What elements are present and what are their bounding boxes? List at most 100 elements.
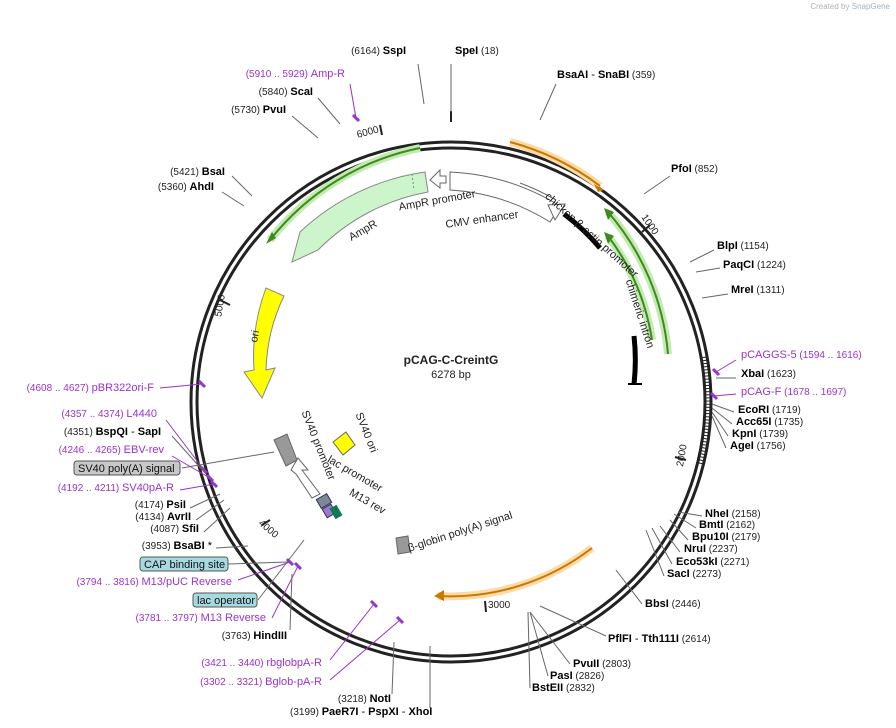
sv40-promoter-label: SV40 promoter bbox=[299, 409, 338, 482]
site-label-pflfi: PflFI - Tth111I (2614) bbox=[608, 633, 711, 645]
site-label-nhei: NheI (2158) bbox=[705, 508, 761, 520]
box-leader-cap bbox=[227, 561, 289, 565]
leader-agei bbox=[711, 415, 727, 449]
primer-mark-pbr322 bbox=[197, 379, 207, 389]
sv40-polya-feature bbox=[273, 433, 298, 467]
hatch-line bbox=[699, 453, 706, 456]
lac-promoter-feature bbox=[329, 504, 343, 520]
site-label-kpni: KpnI (1739) bbox=[732, 428, 788, 440]
primer-mark-pcaggs5 bbox=[711, 367, 721, 377]
site-label-l4440: (4357 .. 4374) L4440 bbox=[61, 408, 157, 420]
site-label-nrui: NruI (2237) bbox=[684, 543, 738, 555]
primer-mark-bglob bbox=[395, 615, 405, 625]
site-label-scai: (5840) ScaI bbox=[259, 86, 313, 98]
leader-rbglob bbox=[329, 603, 375, 661]
site-label-eco53ki: Eco53kI (2271) bbox=[676, 556, 749, 568]
leader-mrei bbox=[701, 293, 729, 299]
cag-primer-arrowhead-outer bbox=[604, 208, 614, 220]
mrna-arc-top bbox=[509, 141, 601, 187]
hatch-line bbox=[700, 446, 707, 449]
tick-5000 bbox=[219, 299, 231, 306]
leader-lines bbox=[159, 63, 737, 708]
leader-noti bbox=[391, 641, 395, 695]
ampr-primer-arrowhead bbox=[266, 232, 276, 244]
site-label-bmti: BmtI (2162) bbox=[699, 519, 755, 531]
tick-label-4000: 4000 bbox=[256, 518, 280, 541]
m13-rev-label: M13 rev bbox=[347, 487, 388, 518]
cag-primer-arc-inner bbox=[607, 235, 653, 341]
plasmid-length: 6278 bp bbox=[431, 369, 471, 381]
site-label-mrei: MreI (1311) bbox=[731, 284, 785, 296]
hatch-line bbox=[702, 362, 709, 365]
site-label-bsaai: BsaAI - SnaBI (359) bbox=[557, 69, 655, 81]
primer-mark-sv40pa_primer bbox=[209, 479, 219, 489]
leader-kpni bbox=[711, 411, 729, 437]
leader-pvui_a bbox=[291, 115, 319, 139]
leader-avrii bbox=[195, 499, 225, 521]
ampr-promoter-feature bbox=[429, 168, 447, 190]
site-label-rbglob: (3421 .. 3440) rbglobpA-R bbox=[201, 657, 322, 669]
hatch-line bbox=[701, 359, 708, 362]
site-label-saci: SacI (2273) bbox=[667, 568, 721, 580]
ampr-dashed-divider bbox=[411, 173, 415, 191]
box-label-sv40pa: SV40 poly(A) signal bbox=[78, 463, 175, 475]
bglobin-polya-label: β-globin poly(A) signal bbox=[407, 509, 514, 554]
site-label-bspqi: (4351) BspQI - SapI bbox=[64, 426, 161, 438]
box-leader-sv40pa bbox=[181, 451, 275, 469]
sv40-promoter-feature bbox=[290, 457, 321, 499]
tick-label-2000: 2000 bbox=[675, 443, 690, 467]
tick-label-5000: 5000 bbox=[213, 293, 228, 317]
site-label-sv40pa_primer: (4192 .. 4211) SV40pA-R bbox=[58, 482, 174, 494]
leader-pcagf bbox=[713, 393, 737, 397]
cmv-arrowhead bbox=[547, 203, 566, 222]
tick-2000 bbox=[674, 456, 687, 461]
leader-acc65i bbox=[711, 407, 733, 425]
leader-sspi bbox=[417, 63, 425, 105]
hatch-line bbox=[701, 440, 708, 443]
site-label-xbai: XbaI (1623) bbox=[741, 368, 796, 380]
site-label-m13puc: (3794 .. 3816) M13/pUC Reverse bbox=[76, 576, 232, 588]
cag-primer-arc-outer bbox=[607, 211, 669, 355]
site-label-pasi: PasI (2826) bbox=[550, 670, 604, 682]
leader-m13rev_primer bbox=[271, 565, 299, 619]
hatch-line bbox=[703, 378, 711, 380]
leader-bbsi bbox=[615, 569, 643, 605]
hatch-line bbox=[701, 356, 708, 359]
site-label-ebv: (4246 .. 4265) EBV-rev bbox=[59, 444, 165, 456]
box-label-lacop: lac operator bbox=[197, 595, 255, 607]
hatch-line bbox=[701, 443, 708, 446]
backbone-inner-ring bbox=[195, 146, 707, 658]
ori-label: ori bbox=[248, 329, 262, 343]
site-label-sfii: (4087) SfiI bbox=[150, 523, 199, 535]
hatch-line bbox=[700, 450, 707, 453]
plasmid-name: pCAG-C-CreintG bbox=[404, 353, 499, 367]
site-label-bglob: (3302 .. 3321) Bglob-pA-R bbox=[200, 676, 322, 688]
chimeric-intron-bar bbox=[631, 335, 638, 385]
cag-primer-arrowhead-inner bbox=[604, 232, 614, 244]
leader-pasi bbox=[529, 611, 549, 677]
position-ticks bbox=[219, 111, 687, 613]
hatch-line bbox=[702, 368, 709, 371]
site-label-bpu10i: Bpu10I (2179) bbox=[692, 531, 760, 543]
snapgene-watermark: Created by SnapGene bbox=[810, 2, 890, 11]
tick-label-3000: 3000 bbox=[488, 600, 511, 611]
leader-eco53ki bbox=[651, 527, 673, 565]
cmv-enhancer-label: CMV enhancer bbox=[445, 209, 520, 231]
leader-bsaai bbox=[539, 83, 557, 121]
site-label-pbr322: (4608 .. 4627) pBR322ori-F bbox=[27, 382, 155, 394]
site-label-pcagf: pCAG-F (1678 .. 1697) bbox=[741, 386, 846, 398]
site-label-ecori: EcoRI (1719) bbox=[738, 404, 801, 416]
leader-saci bbox=[645, 529, 665, 577]
leader-pvuii bbox=[529, 611, 571, 665]
site-label-m13rev_primer: (3781 .. 3797) M13 Reverse bbox=[136, 612, 266, 624]
site-label-agei: AgeI (1756) bbox=[730, 440, 786, 452]
leader-sfii bbox=[203, 507, 231, 533]
leader-bsai bbox=[231, 175, 253, 197]
leader-pflfi bbox=[539, 605, 607, 637]
hatch-line bbox=[702, 434, 709, 437]
tick-6000 bbox=[379, 124, 383, 136]
leader-hindiii bbox=[289, 573, 293, 631]
site-label-noti: (3218) NotI bbox=[338, 693, 391, 705]
